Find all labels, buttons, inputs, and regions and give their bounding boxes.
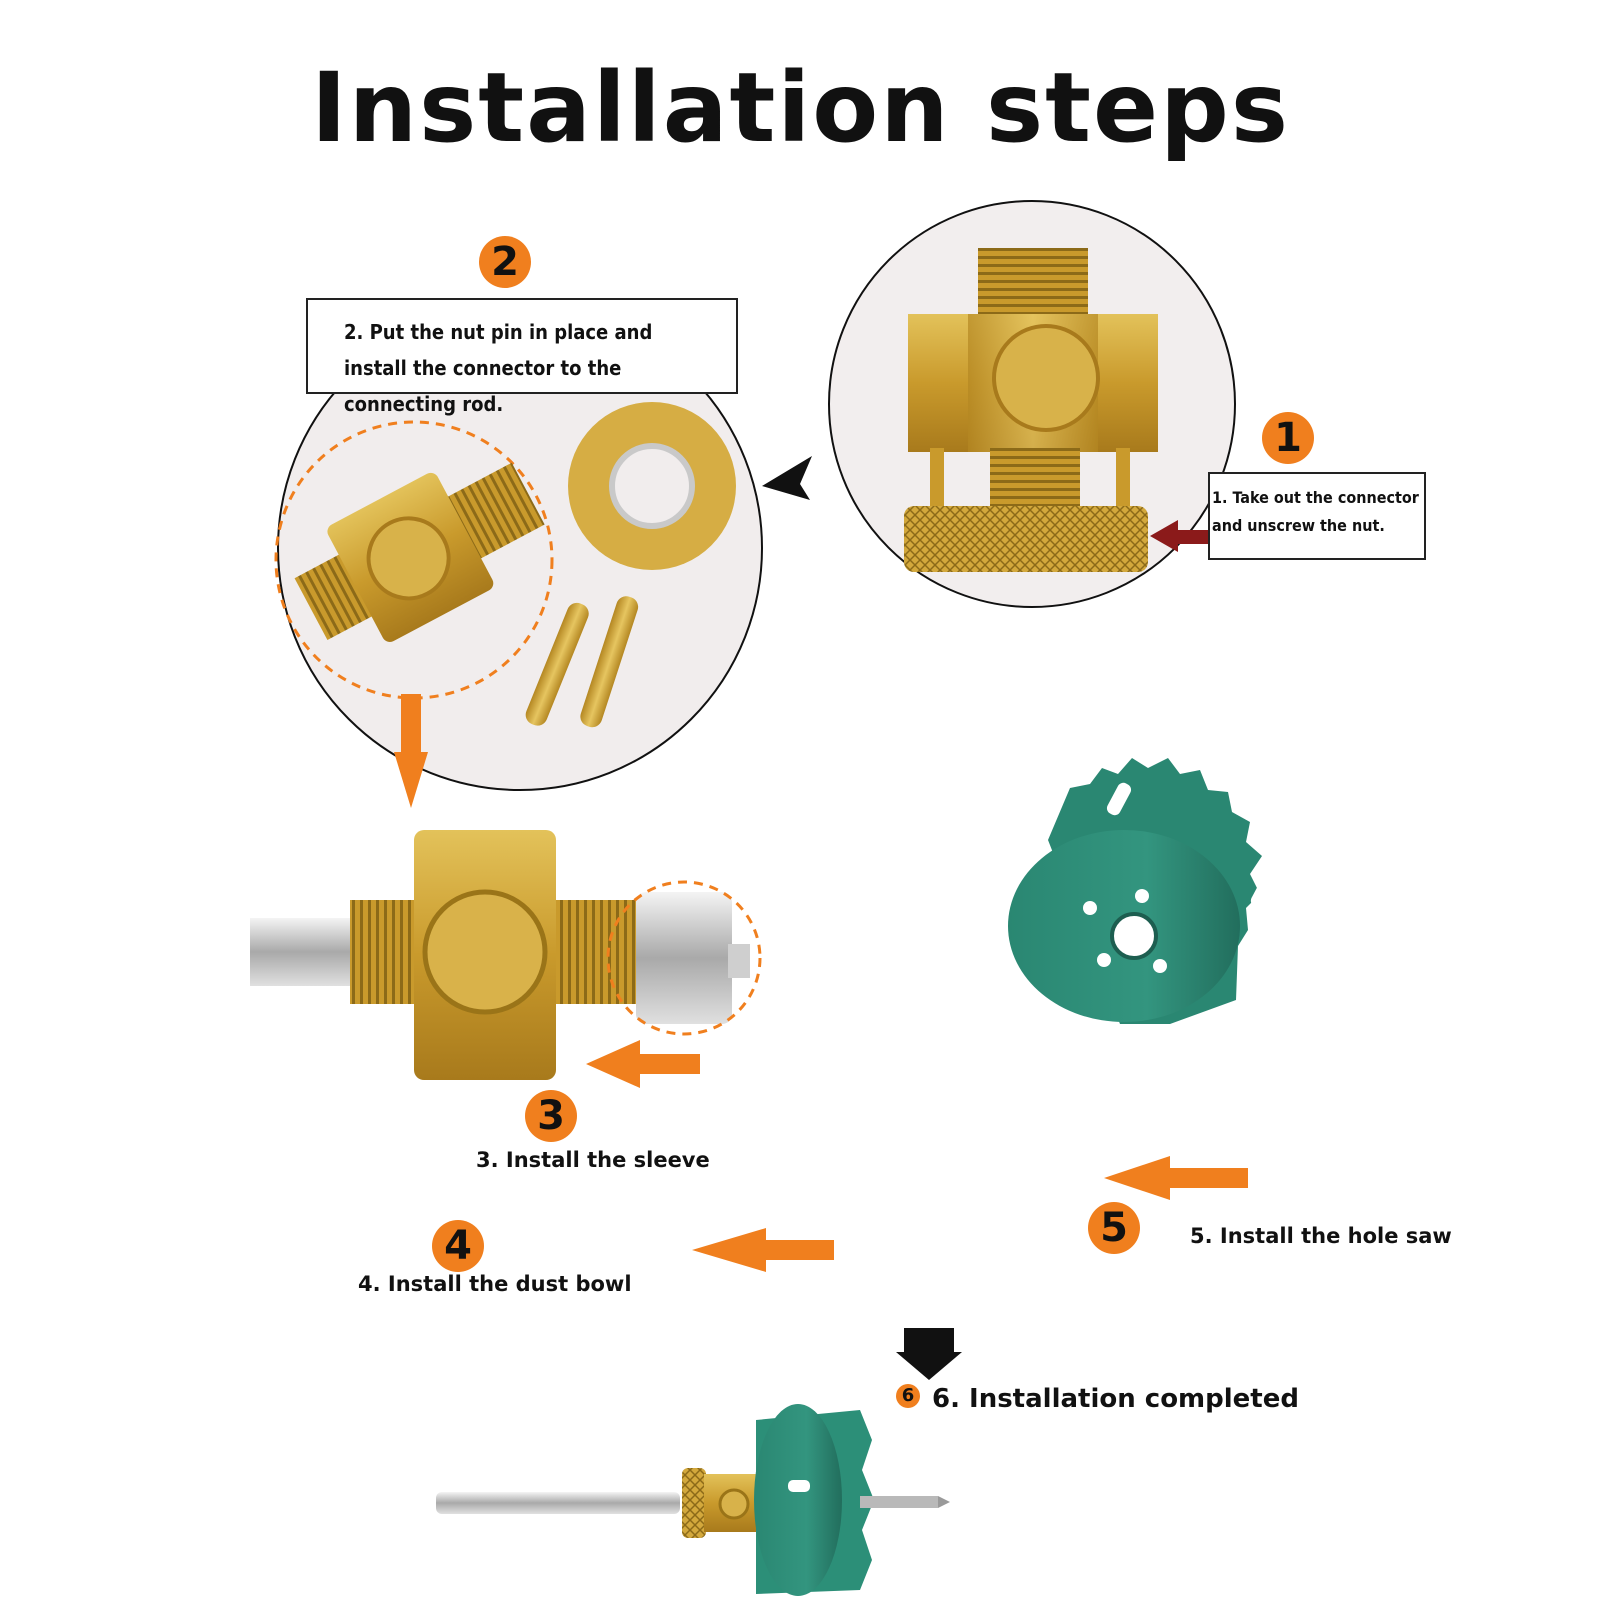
sleeve	[636, 892, 732, 1024]
page-title: Installation steps	[311, 52, 1290, 164]
completed-assembly-photo	[436, 1404, 950, 1596]
step-2-instruction: 2. Put the nut pin in place and install …	[344, 320, 653, 416]
step-5-caption: 5. Install the hole saw	[1190, 1224, 1452, 1248]
step-6-caption: 6. Installation completed	[932, 1384, 1299, 1414]
connector-thread-top	[978, 248, 1088, 324]
orange-down-arrow	[394, 694, 428, 808]
orange-arrow-step-5	[1104, 1156, 1248, 1200]
red-arrow	[1150, 520, 1208, 552]
step-3-photo	[250, 830, 762, 1080]
orange-arrow-step-4	[692, 1228, 834, 1272]
step-3-caption: 3. Install the sleeve	[476, 1148, 710, 1172]
step-3-badge: 3	[525, 1090, 577, 1142]
black-down-arrow	[896, 1328, 962, 1380]
step-2-photo	[274, 305, 763, 791]
step-1-photo	[828, 200, 1236, 608]
pointer-arrow-left	[762, 456, 812, 500]
hole-saw-photo	[1008, 758, 1274, 1024]
step-4-badge: 4	[432, 1220, 484, 1272]
step-5-badge: 5	[1088, 1202, 1140, 1254]
step-6-badge: 6	[896, 1384, 920, 1408]
nut-pins	[525, 602, 589, 726]
step-1-instruction-box: 1. Take out the connector and unscrew th…	[1208, 472, 1426, 560]
connecting-rod	[250, 918, 358, 986]
orange-arrow-step-3	[586, 1040, 700, 1088]
knurled-nut	[904, 506, 1148, 572]
step-2-instruction-box: 2. Put the nut pin in place and install …	[306, 298, 738, 416]
step-1-instruction: 1. Take out the connector and unscrew th…	[1212, 488, 1419, 535]
step-4-caption: 4. Install the dust bowl	[358, 1272, 632, 1296]
step-2-badge: 2	[479, 236, 531, 288]
nut-pin-head	[992, 324, 1100, 432]
step-1-badge: 1	[1262, 412, 1314, 464]
